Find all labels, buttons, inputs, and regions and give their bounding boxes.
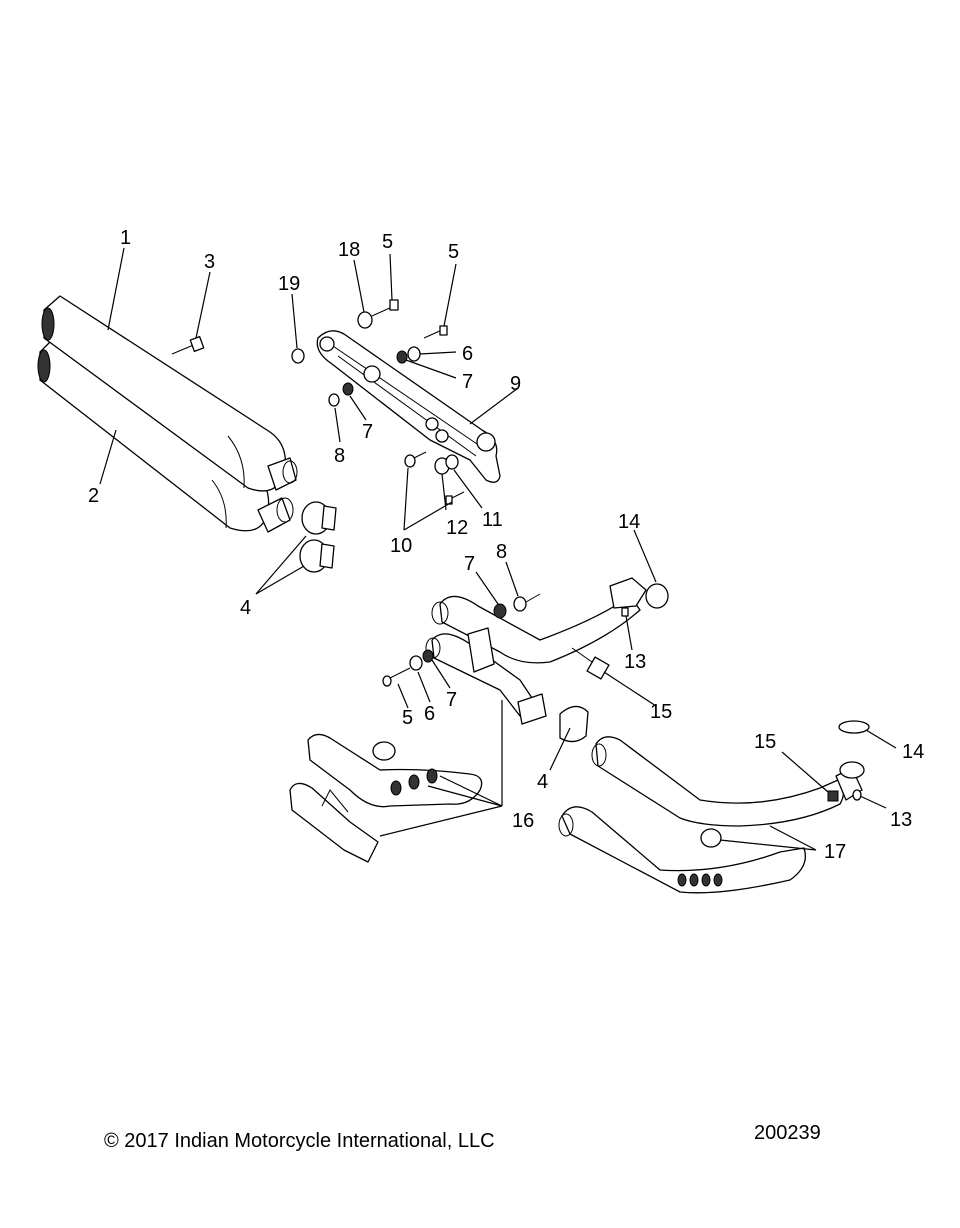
callout-7-mid: 7	[362, 421, 373, 443]
head-pipe-rear-17	[591, 736, 863, 827]
callout-7-top: 7	[462, 371, 473, 393]
clamp-4-upper	[301, 501, 337, 535]
pin-8-top	[328, 393, 340, 407]
bolt-5-front	[382, 667, 411, 687]
callout-2: 2	[88, 485, 99, 507]
callout-10: 10	[390, 535, 412, 557]
bolt-13-front	[621, 607, 629, 617]
mount-bracket-9	[316, 330, 501, 483]
bolt-10	[404, 451, 427, 468]
diagram-id: 200239	[754, 1122, 821, 1144]
callout-13-front: 13	[624, 651, 646, 673]
callout-14-rear: 14	[902, 741, 924, 763]
callout-18: 18	[338, 239, 360, 261]
callout-6-front: 6	[424, 703, 435, 725]
callout-11: 11	[482, 509, 503, 531]
callout-16: 16	[512, 810, 534, 832]
callout-labels: 1 2 3 4 4 5 5 5 6 6 7 7 7 7 8 8 9 10 11 …	[88, 227, 924, 863]
muffler-upper	[41, 295, 298, 492]
callout-1: 1	[120, 227, 131, 249]
flange-rear	[839, 761, 865, 779]
callout-5-top: 5	[382, 231, 393, 253]
callout-8-front: 8	[496, 541, 507, 563]
heat-shield-17	[558, 806, 807, 894]
gasket-14-rear	[838, 720, 870, 734]
bolt-3	[171, 336, 205, 355]
bolt-5-right	[423, 325, 448, 339]
callout-6-top: 6	[462, 343, 473, 365]
bolt-13-rear	[852, 789, 862, 801]
callout-17: 17	[824, 841, 846, 863]
callout-3: 3	[204, 251, 215, 273]
nut-7-front-lower	[422, 649, 434, 663]
washer-6-top	[407, 346, 421, 362]
bolt-5-top	[371, 299, 399, 317]
callout-7-front-lower: 7	[446, 689, 457, 711]
head-pipe-front	[425, 577, 647, 725]
pin-8-front	[513, 593, 541, 612]
callout-8-top: 8	[334, 445, 345, 467]
callout-5-front: 5	[402, 707, 413, 729]
nut-7-top	[396, 350, 408, 364]
callout-13-rear: 13	[890, 809, 912, 831]
leader-lines	[99, 247, 897, 851]
callout-15-rear: 15	[754, 731, 776, 753]
bolt-10-lower	[445, 491, 465, 505]
callout-4-middle: 4	[537, 771, 548, 793]
washer-11	[445, 454, 459, 470]
callout-19: 19	[278, 273, 300, 295]
o2-sensor-15-rear	[827, 790, 839, 802]
callout-9: 9	[510, 373, 521, 395]
clamp-4-middle	[559, 705, 589, 743]
copyright-notice: © 2017 Indian Motorcycle International, …	[104, 1130, 495, 1152]
o2-sensor-15-front	[571, 647, 610, 680]
callout-4-left: 4	[240, 597, 251, 619]
clamp-4-lower	[299, 539, 335, 573]
washer-6-front	[409, 655, 423, 671]
nut-7-front	[493, 603, 507, 619]
nut-7-mid	[342, 382, 354, 396]
washer-19	[291, 348, 305, 364]
callout-7-front: 7	[464, 553, 475, 575]
gasket-14-front	[645, 583, 669, 609]
callout-12: 12	[446, 517, 468, 539]
callout-15-front: 15	[650, 701, 672, 723]
washer-18	[357, 311, 373, 329]
callout-14-front: 14	[618, 511, 640, 533]
heat-shield-16	[289, 733, 483, 863]
callout-5-right: 5	[448, 241, 459, 263]
